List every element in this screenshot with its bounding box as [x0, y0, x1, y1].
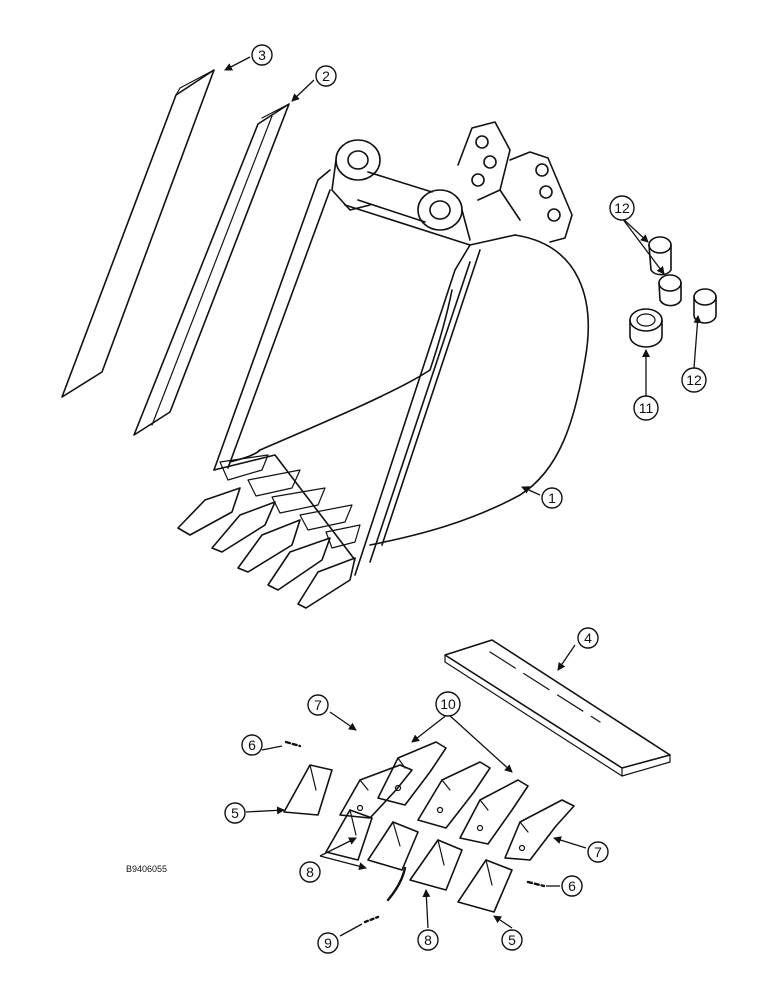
- callout-6-lower: 6: [561, 875, 583, 897]
- callout-1-label: 1: [548, 490, 556, 506]
- callout-3-label: 3: [258, 47, 266, 63]
- callout-8-left-label: 8: [306, 864, 314, 880]
- callout-9: 9: [317, 932, 339, 954]
- bushing-part-11: [629, 308, 663, 348]
- callout-4-label: 4: [584, 630, 592, 646]
- callout-6-upper-label: 6: [248, 737, 256, 753]
- callout-10: 10: [435, 691, 461, 717]
- callout-12-upper: 12: [609, 195, 635, 221]
- callout-7-upper: 7: [307, 694, 329, 716]
- callout-1: 1: [541, 487, 563, 509]
- callout-11-label: 11: [639, 400, 654, 416]
- callout-8-left: 8: [299, 861, 321, 883]
- tooth-point-part-5-upper: [283, 764, 333, 816]
- callout-4: 4: [577, 627, 599, 649]
- adapter-part-10-b: [417, 761, 491, 829]
- callout-8-bottom-label: 8: [424, 932, 432, 948]
- figure-reference-code: B9406055: [126, 864, 167, 874]
- callout-8-bottom: 8: [417, 929, 439, 951]
- callout-2-label: 2: [322, 68, 330, 84]
- callout-10-label: 10: [440, 696, 456, 712]
- callout-2: 2: [315, 65, 337, 87]
- side-cutter-strip-part-3: [61, 69, 215, 398]
- callout-7-lower-label: 7: [594, 844, 602, 860]
- bushing-part-12-middle: [658, 274, 682, 307]
- tooth-point-part-8-b: [367, 821, 419, 871]
- retainer-pin-part-6-upper: [284, 740, 302, 748]
- callout-12-lower-label: 12: [686, 372, 702, 388]
- bucket-part-1: [177, 121, 589, 609]
- adapter-part-7-lower: [504, 799, 575, 861]
- callout-7-upper-label: 7: [314, 697, 322, 713]
- adapter-part-10-a: [377, 741, 447, 806]
- callout-12-lower: 12: [681, 367, 707, 393]
- callout-3: 3: [251, 44, 273, 66]
- retainer-pin-part-6-lower: [526, 880, 546, 888]
- cutting-edge-part-4: [444, 639, 671, 777]
- tooth-point-part-8-a: [325, 809, 373, 861]
- callout-11: 11: [633, 395, 659, 421]
- callout-7-lower: 7: [587, 841, 609, 863]
- callout-9-label: 9: [324, 935, 332, 951]
- callout-6-lower-label: 6: [568, 878, 576, 894]
- callout-6-upper: 6: [241, 734, 263, 756]
- tooth-point-part-5-lower: [457, 859, 513, 913]
- leader-lines: [224, 56, 702, 937]
- side-cutter-strip-part-2: [133, 103, 290, 436]
- tooth-point-part-8-c: [409, 839, 463, 891]
- callout-5-upper-label: 5: [231, 805, 239, 821]
- callout-5-lower-label: 5: [508, 932, 516, 948]
- callout-5-lower: 5: [501, 929, 523, 951]
- callout-12-upper-label: 12: [614, 200, 630, 216]
- adapter-part-10-c: [459, 779, 529, 845]
- retainer-part-9: [363, 866, 407, 924]
- callout-5-upper: 5: [224, 802, 246, 824]
